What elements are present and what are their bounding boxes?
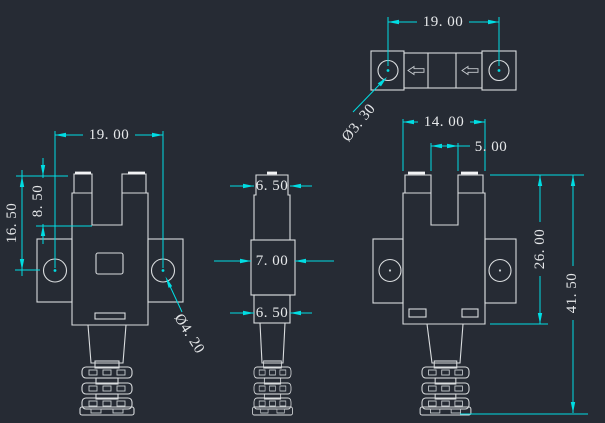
dim-slot-depth-label: 8. 50 (30, 185, 46, 218)
hole-dia-leader-line (352, 81, 383, 113)
back-view-right-ear (484, 238, 517, 304)
dim-bottom-width-label: 6. 50 (256, 305, 289, 321)
side-view-stem (259, 322, 286, 364)
dim-body-width-label: 14. 00 (424, 114, 465, 130)
back-view-left-pad (408, 308, 427, 318)
back-view-dimensions: 14. 00 5. 00 26. 00 41. 50 (402, 114, 588, 415)
dim-top-to-hole-label: 16. 50 (4, 203, 20, 244)
dim-slot-width-label: 5. 00 (475, 139, 508, 155)
top-view-body (403, 52, 483, 89)
dim-hole-spacing-label: 19. 00 (89, 127, 130, 143)
side-view: 6. 50 7. 00 6. 50 (214, 171, 334, 416)
back-view-geometry (372, 171, 517, 416)
dim-body-height-label: 26. 00 (532, 229, 548, 270)
front-view-right-ear (147, 238, 184, 303)
side-view-geometry (250, 171, 296, 416)
back-view-left-ear (372, 238, 404, 304)
front-view-window (95, 252, 124, 275)
back-view-left-hole (378, 258, 402, 283)
front-view-bottom-slot (94, 312, 126, 320)
right-direction-arrow-icon (461, 65, 479, 76)
front-view-stem (87, 324, 127, 364)
left-direction-arrow-icon (407, 65, 425, 76)
dim-hole-spacing-label: 19. 00 (423, 14, 464, 30)
side-view-dimensions: 6. 50 7. 00 6. 50 (214, 178, 334, 321)
back-view: 14. 00 5. 00 26. 00 41. 50 (372, 114, 588, 416)
hole-dia-leader-line (168, 283, 183, 313)
back-view-right-hole (488, 258, 512, 283)
dim-overall-height-label: 41. 50 (564, 273, 580, 314)
back-view-stem (426, 323, 464, 364)
dim-middle-width-label: 7. 00 (256, 253, 289, 269)
dim-top-width-label: 6. 50 (256, 178, 289, 194)
back-view-right-pad (461, 308, 479, 318)
